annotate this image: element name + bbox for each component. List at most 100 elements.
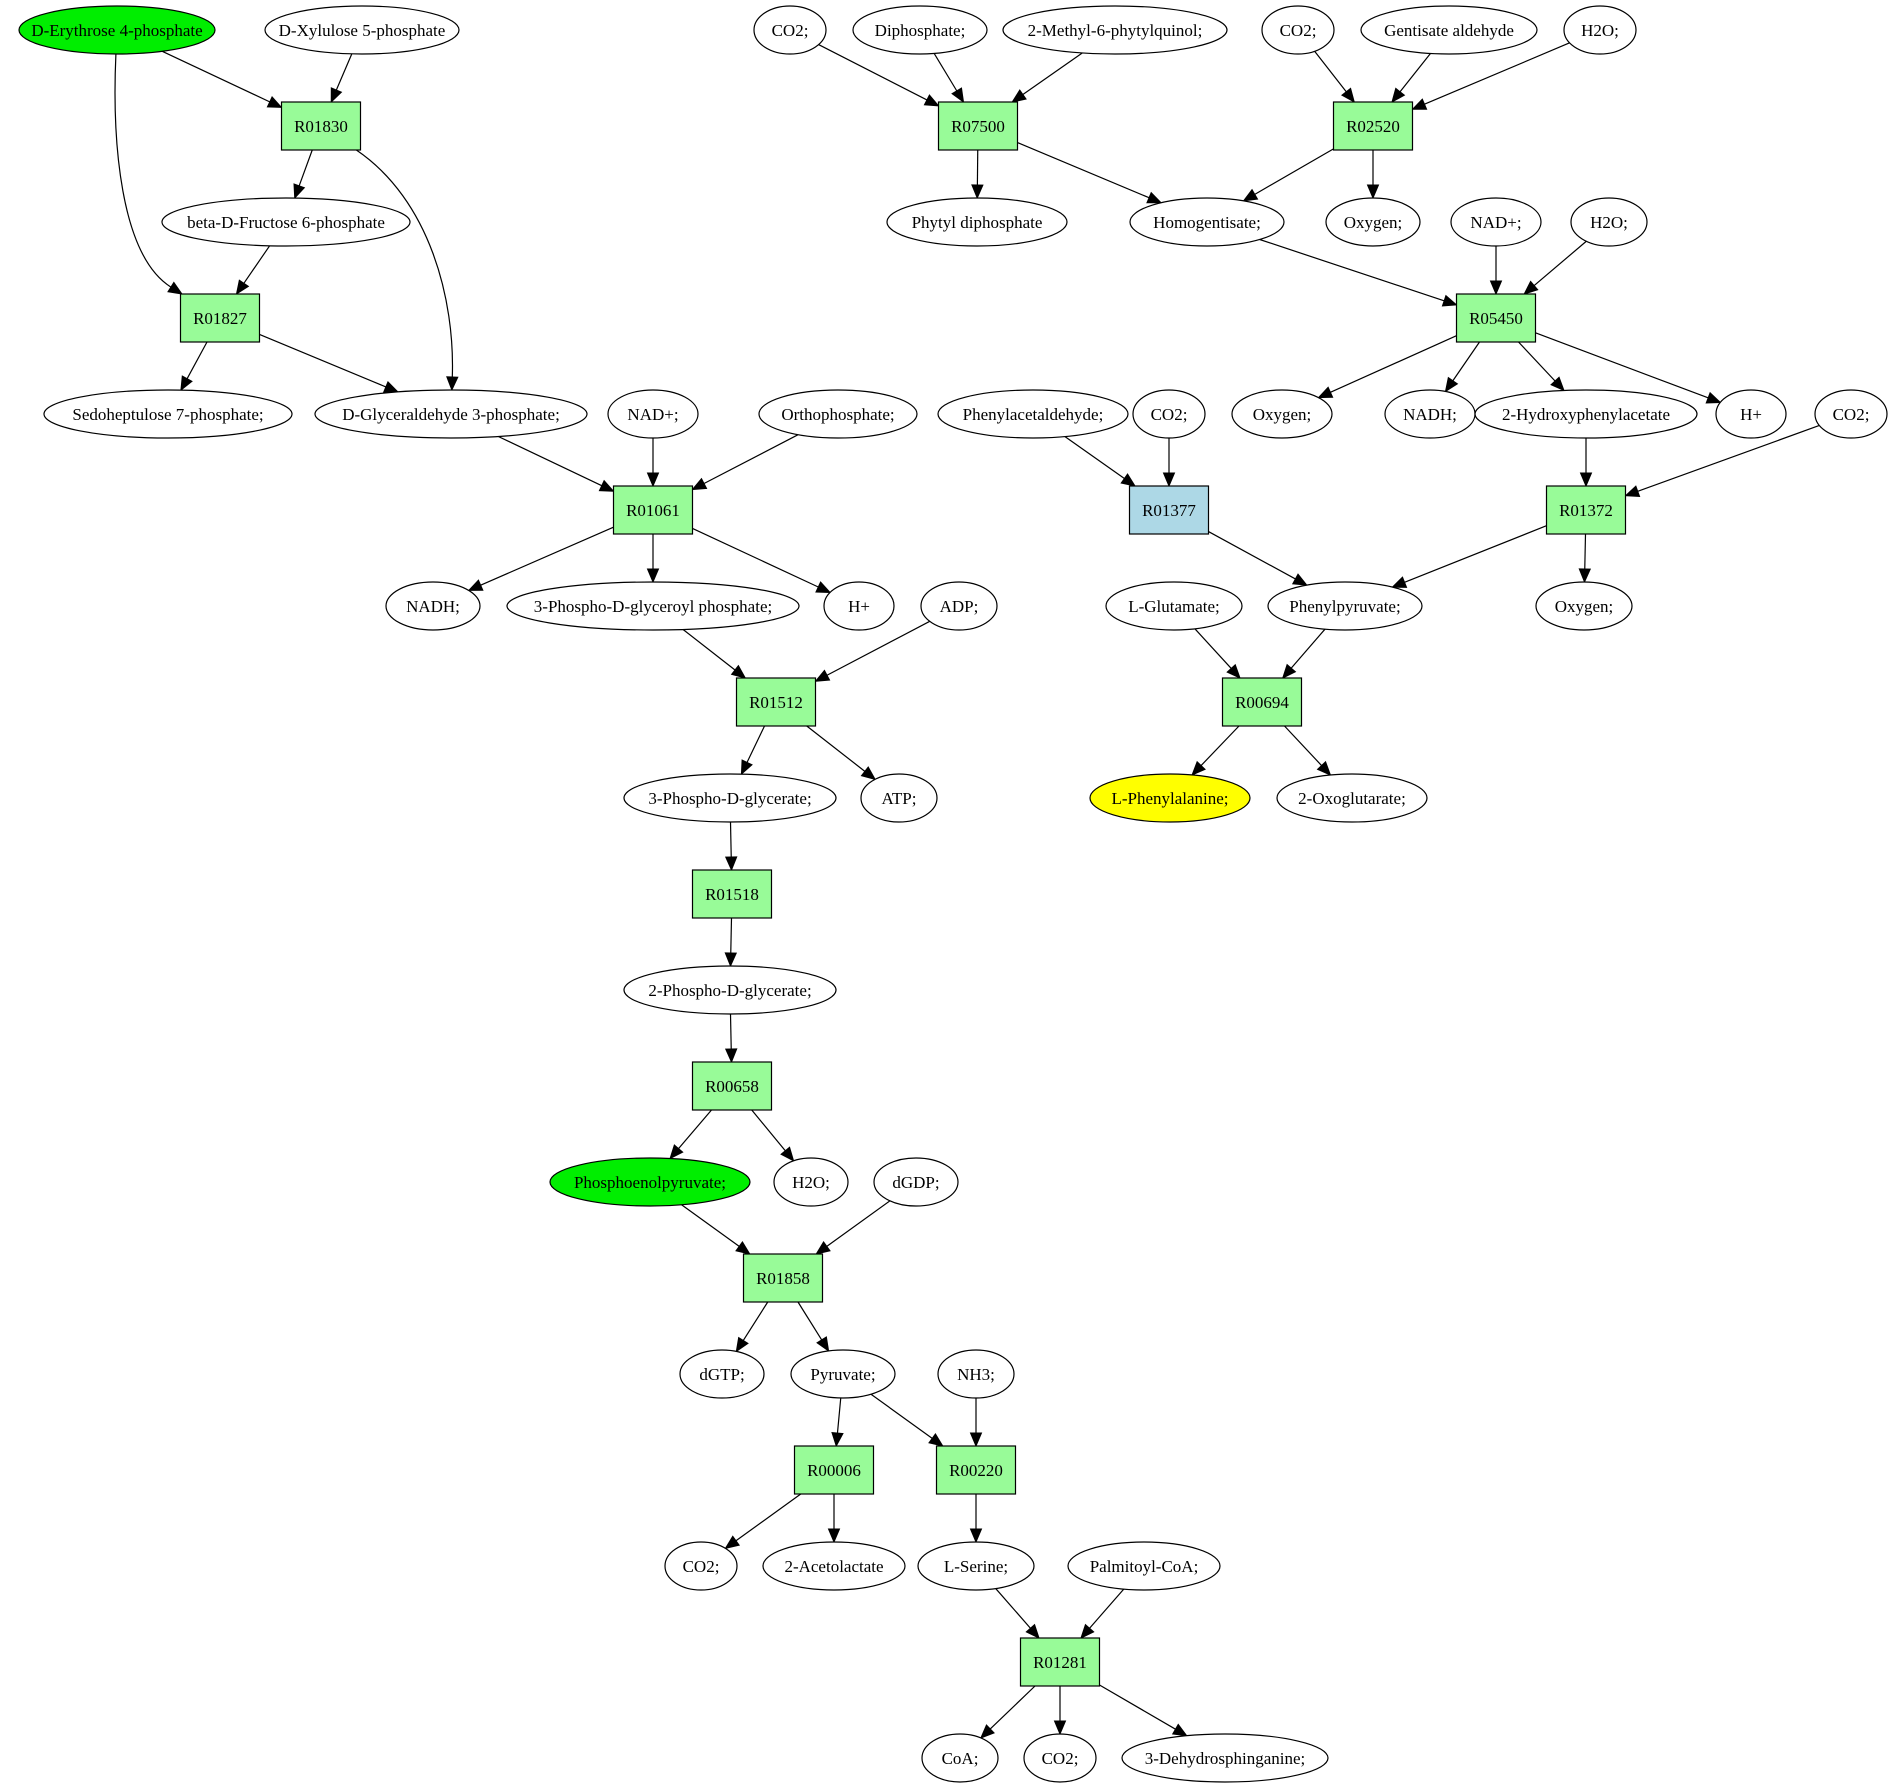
metabolite-node-nad[interactable]: NAD+;	[607, 389, 699, 439]
reaction-node-r01372[interactable]: R01372	[1545, 485, 1627, 535]
metabolite-node-phenylpyruvate[interactable]: Phenylpyruvate;	[1267, 581, 1423, 631]
metabolite-ellipse	[921, 1733, 999, 1783]
metabolite-node-3-phospho-d-glycerate[interactable]: 3-Phospho-D-glycerate;	[623, 773, 837, 823]
metabolite-node-co2[interactable]: CO2;	[664, 1541, 738, 1591]
metabolite-ellipse	[758, 389, 918, 439]
node-label: L-Glutamate;	[1128, 597, 1220, 616]
edge-m_gent-to-r_R02520	[1391, 53, 1431, 104]
reaction-node-r01827[interactable]: R01827	[179, 293, 261, 343]
metabolite-node-2-hydroxyphenylacetate[interactable]: 2-Hydroxyphenylacetate	[1474, 389, 1698, 439]
metabolite-ellipse	[860, 773, 938, 823]
metabolite-ellipse	[1276, 773, 1428, 823]
metabolite-node-pyruvate[interactable]: Pyruvate;	[790, 1349, 896, 1399]
edge-line	[259, 333, 387, 388]
metabolite-node-nh3[interactable]: NH3;	[937, 1349, 1015, 1399]
reaction-node-r01830[interactable]: R01830	[280, 101, 362, 151]
reaction-node-r01377[interactable]: R01377	[1128, 485, 1210, 535]
metabolite-node-coa[interactable]: CoA;	[921, 1733, 999, 1783]
metabolite-node-d-glyceraldehyde-3-phosphate[interactable]: D-Glyceraldehyde 3-phosphate;	[314, 389, 588, 439]
edge-r_R01281-to-m_dhs	[1099, 1684, 1188, 1737]
metabolite-node-co2[interactable]: CO2;	[753, 5, 827, 55]
metabolite-node-phenylacetaldehyde[interactable]: Phenylacetaldehyde;	[937, 389, 1129, 439]
node-label: Palmitoyl-CoA;	[1090, 1557, 1199, 1576]
edge-r_R00694-to-m_2og	[1284, 725, 1332, 776]
metabolite-node-sedoheptulose-7-phosphate[interactable]: Sedoheptulose 7-phosphate;	[43, 389, 293, 439]
metabolite-node-oxygen[interactable]: Oxygen;	[1231, 389, 1333, 439]
metabolite-node-palmitoyl-coa[interactable]: Palmitoyl-CoA;	[1067, 1541, 1221, 1591]
arrowhead	[1411, 98, 1428, 110]
metabolite-ellipse	[773, 1157, 849, 1207]
node-label: H+	[848, 597, 870, 616]
node-label: dGDP;	[892, 1173, 939, 1192]
metabolite-node-2-methyl-6-phytylquinol[interactable]: 2-Methyl-6-phytylquinol;	[1002, 5, 1228, 55]
metabolite-node-oxygen[interactable]: Oxygen;	[1325, 197, 1421, 247]
metabolite-node-co2[interactable]: CO2;	[1023, 1733, 1097, 1783]
metabolite-node-dgdp[interactable]: dGDP;	[873, 1157, 959, 1207]
reaction-node-r00006[interactable]: R00006	[793, 1445, 875, 1495]
reaction-node-r02520[interactable]: R02520	[1332, 101, 1414, 151]
reaction-node-r01281[interactable]: R01281	[1019, 1637, 1101, 1687]
metabolite-node-co2[interactable]: CO2;	[1261, 5, 1335, 55]
reaction-node-r00220[interactable]: R00220	[935, 1445, 1017, 1495]
reaction-node-r01512[interactable]: R01512	[735, 677, 817, 727]
metabolite-node-3-dehydrosphinganine[interactable]: 3-Dehydrosphinganine;	[1121, 1733, 1329, 1783]
edge-line	[797, 1301, 823, 1341]
reaction-node-r01061[interactable]: R01061	[612, 485, 694, 535]
metabolite-node-2-phospho-d-glycerate[interactable]: 2-Phospho-D-glycerate;	[623, 965, 837, 1015]
metabolite-ellipse	[1067, 1541, 1221, 1591]
edge-m_co2_c-to-r_R01377	[1162, 438, 1176, 488]
reaction-node-r01518[interactable]: R01518	[691, 869, 773, 919]
metabolite-node-orthophosphate[interactable]: Orthophosphate;	[758, 389, 918, 439]
metabolite-ellipse	[920, 581, 998, 631]
reaction-box	[1332, 101, 1414, 151]
reaction-node-r07500[interactable]: R07500	[937, 101, 1019, 151]
edge-m_diphos-to-r_R07500	[933, 53, 965, 104]
metabolite-node-h2o[interactable]: H2O;	[1563, 5, 1637, 55]
metabolite-node-beta-d-fructose-6-phosphate[interactable]: beta-D-Fructose 6-phosphate	[161, 197, 411, 247]
metabolite-node-nadh[interactable]: NADH;	[385, 581, 481, 631]
metabolite-node-l-glutamate[interactable]: L-Glutamate;	[1105, 581, 1243, 631]
metabolite-node-d-erythrose-4-phosphate[interactable]: D-Erythrose 4-phosphate	[18, 5, 216, 55]
arrowhead	[814, 669, 831, 682]
edge-line	[826, 1200, 891, 1247]
metabolite-node-dgtp[interactable]: dGTP;	[679, 1349, 765, 1399]
reaction-box	[691, 1061, 773, 1111]
metabolite-node-3-phospho-d-glyceroyl-phosphate[interactable]: 3-Phospho-D-glyceroyl phosphate;	[506, 581, 800, 631]
metabolite-node-phytyl-diphosphate[interactable]: Phytyl diphosphate	[886, 197, 1068, 247]
metabolite-node-h[interactable]: H+	[1715, 389, 1787, 439]
metabolite-node-nad[interactable]: NAD+;	[1450, 197, 1542, 247]
metabolite-node-diphosphate[interactable]: Diphosphate;	[852, 5, 988, 55]
metabolite-node-l-serine[interactable]: L-Serine;	[917, 1541, 1035, 1591]
metabolite-node-atp[interactable]: ATP;	[860, 773, 938, 823]
metabolite-node-d-xylulose-5-phosphate[interactable]: D-Xylulose 5-phosphate	[264, 5, 460, 55]
edge-line	[114, 53, 172, 288]
metabolite-node-phosphoenolpyruvate[interactable]: Phosphoenolpyruvate;	[549, 1157, 751, 1207]
metabolite-node-h2o[interactable]: H2O;	[773, 1157, 849, 1207]
metabolite-node-homogentisate[interactable]: Homogentisate;	[1129, 197, 1285, 247]
metabolite-node-h[interactable]: H+	[823, 581, 895, 631]
arrowhead	[969, 1528, 983, 1544]
metabolite-node-gentisate-aldehyde[interactable]: Gentisate aldehyde	[1360, 5, 1538, 55]
metabolite-node-2-acetolactate[interactable]: 2-Acetolactate	[762, 1541, 906, 1591]
metabolite-node-h2o[interactable]: H2O;	[1570, 197, 1648, 247]
metabolite-node-adp[interactable]: ADP;	[920, 581, 998, 631]
metabolite-node-nadh[interactable]: NADH;	[1384, 389, 1476, 439]
reaction-box	[937, 101, 1019, 151]
metabolite-node-co2[interactable]: CO2;	[1132, 389, 1206, 439]
reaction-node-r00694[interactable]: R00694	[1221, 677, 1303, 727]
node-label: R00694	[1235, 693, 1289, 712]
metabolite-node-oxygen[interactable]: Oxygen;	[1535, 581, 1633, 631]
reaction-node-r05450[interactable]: R05450	[1455, 293, 1537, 343]
metabolite-node-co2[interactable]: CO2;	[1814, 389, 1888, 439]
reaction-node-r01858[interactable]: R01858	[742, 1253, 824, 1303]
arrowhead	[724, 952, 738, 968]
reaction-node-r00658[interactable]: R00658	[691, 1061, 773, 1111]
edge-r_R01281-to-m_co2_f	[1053, 1686, 1067, 1736]
edge-line	[480, 526, 614, 586]
edge-r_R01830-to-m_g3p	[356, 149, 459, 392]
node-label: R01858	[756, 1269, 810, 1288]
node-label: Oxygen;	[1555, 597, 1614, 616]
edge-m_glu-to-r_R00694	[1194, 628, 1241, 679]
metabolite-node-l-phenylalanine[interactable]: L-Phenylalanine;	[1089, 773, 1251, 823]
metabolite-node-2-oxoglutarate[interactable]: 2-Oxoglutarate;	[1276, 773, 1428, 823]
